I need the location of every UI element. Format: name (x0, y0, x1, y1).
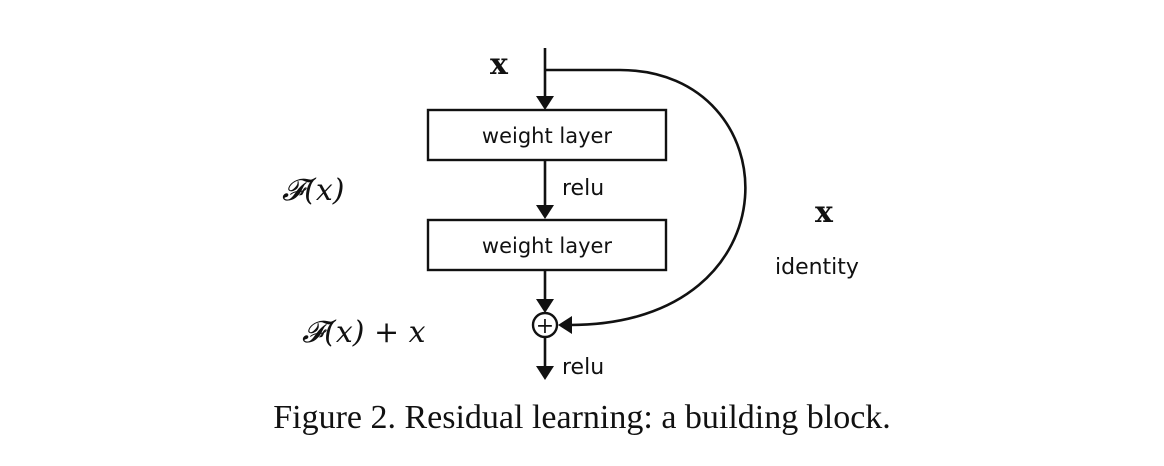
sum-label: 𝓕(x) + x (302, 315, 426, 350)
function-label: 𝓕(x) (282, 173, 344, 208)
identity-arrowhead (558, 316, 572, 334)
sum-input-arrowhead (536, 299, 554, 313)
relu-label-2: relu (562, 355, 604, 380)
weight-layer-1-box (426, 108, 668, 162)
relu-label-1: relu (562, 176, 604, 201)
addition-node: + (531, 311, 559, 339)
relu-arrowhead-1 (536, 205, 554, 219)
weight-layer-2-label: weight layer (482, 234, 613, 258)
identity-label: identity (775, 255, 859, 280)
weight-layer-1: weight layer (426, 108, 668, 162)
output-arrowhead (536, 366, 554, 380)
input-x-label: x (490, 47, 509, 82)
figure-caption: Figure 2. Residual learning: a building … (273, 399, 891, 436)
identity-x-label: x (815, 195, 834, 230)
identity-skip-path (545, 68, 747, 327)
weight-layer-2-box (426, 218, 668, 272)
weight-layer-1-label: weight layer (482, 124, 613, 148)
addition-symbol: + (536, 314, 554, 339)
input-arrowhead (536, 96, 554, 110)
weight-layer-2: weight layer (426, 218, 668, 272)
